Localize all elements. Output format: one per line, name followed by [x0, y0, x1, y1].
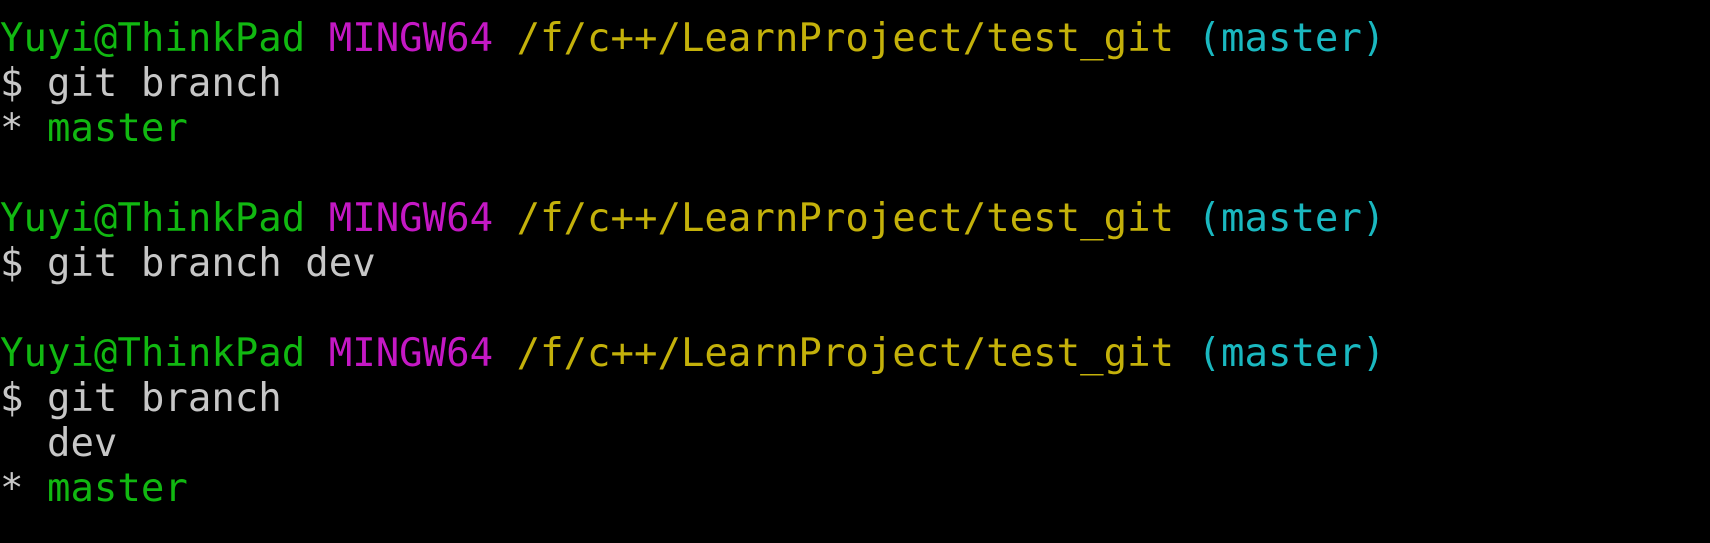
blank-line — [0, 286, 1710, 331]
branch-list-item: * master — [0, 466, 1710, 511]
prompt-line: Yuyi@ThinkPad MINGW64 /f/c++/LearnProjec… — [0, 196, 1710, 241]
prompt-path: /f/c++/LearnProject/test_git — [516, 16, 1175, 61]
branch-name: dev — [46, 421, 118, 466]
branch-list-item: * master — [0, 106, 1710, 151]
command-line: $ git branch dev — [0, 241, 376, 286]
prompt-system: MINGW64 — [328, 331, 494, 376]
command-line: $ git branch — [0, 376, 282, 421]
current-branch-marker: * — [0, 466, 47, 511]
prompt-user-host: Yuyi@ThinkPad — [0, 196, 306, 241]
blank-line — [0, 151, 1710, 196]
branch-name: master — [46, 106, 188, 151]
prompt-branch: (master) — [1197, 331, 1386, 376]
prompt-user-host: Yuyi@ThinkPad — [0, 16, 306, 61]
command-line: $ git branch — [0, 61, 282, 106]
prompt-user-host: Yuyi@ThinkPad — [0, 331, 306, 376]
branch-list-item: dev — [0, 421, 1710, 466]
branch-marker — [0, 421, 47, 466]
prompt-system: MINGW64 — [328, 196, 494, 241]
prompt-system: MINGW64 — [328, 16, 494, 61]
current-branch-marker: * — [0, 106, 47, 151]
prompt-branch: (master) — [1197, 196, 1386, 241]
prompt-line: Yuyi@ThinkPad MINGW64 /f/c++/LearnProjec… — [0, 16, 1710, 61]
prompt-path: /f/c++/LearnProject/test_git — [516, 196, 1175, 241]
prompt-branch: (master) — [1197, 16, 1386, 61]
prompt-line: Yuyi@ThinkPad MINGW64 /f/c++/LearnProjec… — [0, 331, 1710, 376]
branch-name: master — [46, 466, 188, 511]
prompt-path: /f/c++/LearnProject/test_git — [516, 331, 1175, 376]
